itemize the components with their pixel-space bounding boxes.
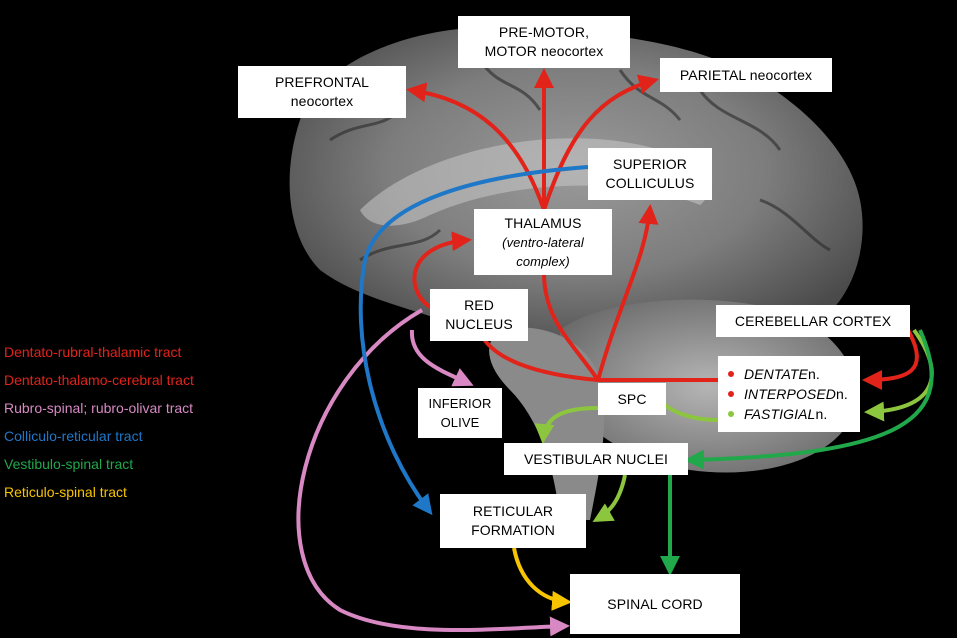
vestibular-to-reticular-arrow [592, 474, 627, 522]
fastigial-name: FASTIGIAL [744, 406, 816, 422]
premotor-box: PRE-MOTOR, MOTOR neocortex [458, 16, 630, 68]
prefrontal-line-2: neocortex [290, 93, 354, 109]
vestibular-nuclei-box: VESTIBULAR NUCLEI [504, 443, 688, 475]
interposed-suffix: n. [836, 386, 848, 402]
spinal-cord-label: SPINAL CORD [607, 595, 703, 612]
interposed-dot [728, 391, 734, 397]
cerebellar-cortex-box: CEREBELLAR CORTEX [716, 305, 910, 337]
parietal-line-1: PARIETAL neocortex [679, 66, 813, 83]
inferior-olive-box: INFERIOR OLIVE [418, 388, 502, 438]
legend-item-reticulo-spinal: Reticulo-spinal tract [4, 484, 127, 500]
dentate-dot [728, 371, 734, 377]
spc-to-vestibular-arrow [534, 406, 599, 444]
superior-colliculus-line-2: COLLICULUS [605, 175, 695, 191]
inferior-olive-line-2: OLIVE [440, 415, 480, 430]
cerebellar-cortex-to-dentate-arrow [862, 329, 919, 390]
legend-item-vestibulo-spinal: Vestibulo-spinal tract [4, 456, 134, 472]
red-nucleus-box: RED NUCLEUS [430, 289, 528, 341]
deep-nuclei-box: DENTATE n. INTERPOSED n. FASTIGIAL n. [718, 356, 860, 432]
red-nucleus-line-2: NUCLEUS [445, 316, 513, 332]
red-nucleus-to-thalamus-arrow [412, 231, 472, 309]
legend-item-dentato-thalamo-cerebral: Dentato-thalamo-cerebral tract [4, 372, 194, 388]
spc-box: SPC [598, 383, 666, 415]
legend-item-dentato-rubral-thalamic: Dentato-rubral-thalamic tract [4, 344, 182, 360]
thalamus-line-1: THALAMUS [504, 214, 582, 231]
dentate-suffix: n. [807, 366, 820, 382]
superior-colliculus-to-reticular-arrow [358, 165, 589, 516]
red-nucleus-to-spinal-cord-arrow [296, 308, 570, 637]
prefrontal-box: PREFRONTAL neocortex [238, 66, 406, 118]
interposed-row: INTERPOSED n. [728, 384, 848, 404]
legend-item-rubro-spinal: Rubro-spinal; rubro-olivar tract [4, 400, 194, 416]
legend-item-colliculo-reticular: Colliculo-reticular tract [4, 428, 143, 444]
fastigial-row: FASTIGIAL n. [728, 404, 827, 424]
cerebellar-cortex-to-vestibular-arrow [684, 329, 934, 470]
thalamus-line-2: (ventro-lateral [502, 234, 584, 250]
premotor-line-2: MOTOR neocortex [484, 43, 604, 59]
thalamus-box: THALAMUS (ventro-lateral complex) [474, 209, 612, 275]
cerebellar-cortex-line-1: CEREBELLAR CORTEX [734, 312, 892, 329]
spc-label: SPC [617, 390, 647, 407]
superior-colliculus-line-1: SUPERIOR [613, 156, 687, 172]
thalamus-line-3: complex) [516, 253, 570, 269]
thalamus-to-parietal-arrow [542, 74, 659, 211]
inferior-olive-line-1: INFERIOR [428, 396, 492, 411]
superior-colliculus-box: SUPERIOR COLLICULUS [588, 148, 712, 200]
vestibular-nuclei-label: VESTIBULAR NUCLEI [523, 450, 669, 467]
interposed-name: INTERPOSED [744, 386, 837, 402]
spinal-cord-box: SPINAL CORD [570, 574, 740, 634]
reticular-formation-line-2: FORMATION [471, 522, 555, 538]
parietal-box: PARIETAL neocortex [660, 58, 832, 92]
thalamus-to-prefrontal-arrow [406, 82, 546, 211]
red-nucleus-to-inferior-olive-arrow [409, 329, 474, 387]
fastigial-suffix: n. [815, 406, 828, 422]
reticular-formation-line-1: RETICULAR [472, 503, 554, 519]
fastigial-dot [728, 411, 734, 417]
red-nucleus-line-1: RED [464, 297, 494, 313]
premotor-line-1: PRE-MOTOR, [498, 24, 590, 40]
spc-to-superior-colliculus-arrow [596, 204, 659, 381]
spc-to-thalamus-line [542, 274, 600, 382]
fastigial-to-spc-line [658, 396, 719, 422]
cerebellar-cortex-to-fastigial-arrow [864, 328, 934, 422]
dentate-name: DENTATE [744, 366, 808, 382]
reticular-formation-box: RETICULAR FORMATION [440, 494, 586, 548]
dentate-row: DENTATE n. [728, 364, 820, 384]
reticular-to-spinal-cord-arrow [512, 547, 572, 611]
prefrontal-line-1: PREFRONTAL [274, 74, 370, 90]
